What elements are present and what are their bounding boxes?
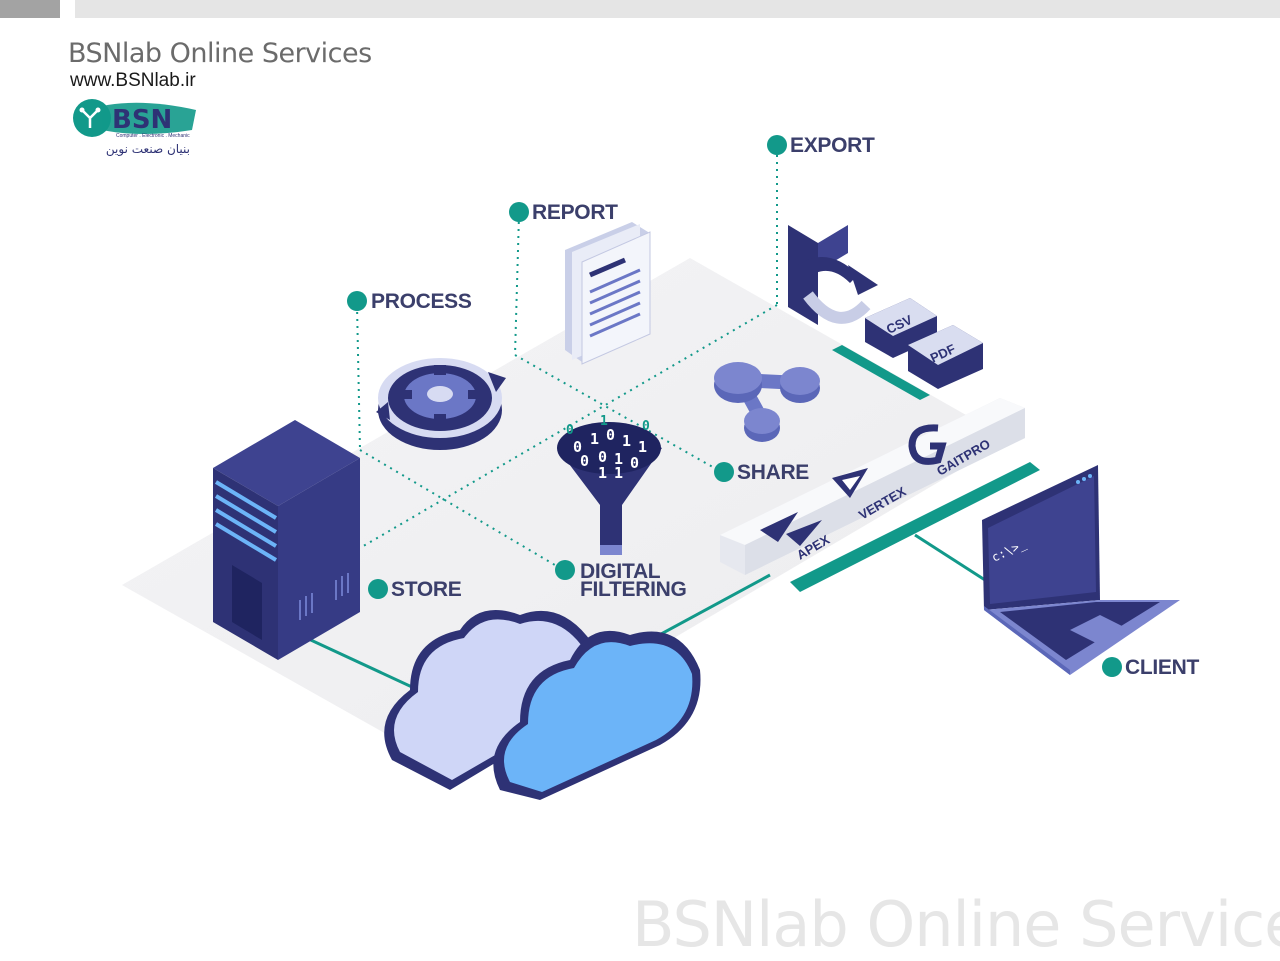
logo-persian: بنیان صنعت نوین [106,142,190,157]
cloud-blue-icon [493,630,701,800]
pdf-file-icon: PDF [908,325,983,389]
svg-text:STORE: STORE [391,578,462,601]
svg-text:0: 0 [598,448,607,466]
svg-text:0: 0 [573,438,582,456]
svg-text:EXPORT: EXPORT [790,134,875,157]
svg-text:0: 0 [580,452,589,470]
svg-text:1: 1 [622,432,631,450]
export-accent-bar [832,345,930,400]
svg-text:0: 0 [566,423,574,438]
svg-text:0: 0 [642,419,650,434]
svg-text:CLIENT: CLIENT [1125,656,1200,679]
svg-text:1: 1 [598,464,607,482]
watermark: BSNlab Online Services [632,888,1280,961]
brand-url[interactable]: www.BSNlab.ir [70,70,196,91]
server-rack-icon [213,420,360,660]
svg-text:1: 1 [614,464,623,482]
label-digital-filtering: DIGITAL FILTERING [555,560,687,601]
process-gear-icon [376,358,506,450]
brand-title: BSNlab Online Services [68,38,372,69]
svg-text:SHARE: SHARE [737,461,809,484]
svg-text:0: 0 [606,426,615,444]
dotted-connectors [356,148,778,569]
logo-subtitle: Computer . Electronic . Mechanic [116,133,190,139]
funnel-binary-digits: 0 1 0 1 1 0 0 1 0 1 1 [573,426,647,482]
top-bar-right [75,0,1280,18]
cloud-light-icon [384,610,600,790]
label-process: PROCESS [347,290,472,313]
label-report: REPORT [509,201,618,224]
label-store: STORE [368,578,462,601]
svg-text:FILTERING: FILTERING [580,578,687,601]
svg-text:DIGITAL: DIGITAL [580,560,661,583]
logo-text: BSN [112,105,172,135]
svg-text:0: 0 [630,454,639,472]
svg-text:PROCESS: PROCESS [371,290,472,313]
filtering-funnel-icon: 0 1 0 1 1 0 0 1 0 1 1 0 1 0 [557,414,662,555]
svg-text:REPORT: REPORT [532,201,618,224]
svg-text:1: 1 [590,430,599,448]
svg-text:1: 1 [600,414,608,429]
svg-text:1: 1 [638,438,647,456]
share-node-icon [714,362,820,442]
svg-text:1: 1 [614,450,623,468]
report-document-icon [565,222,651,365]
label-export: EXPORT [767,134,875,157]
label-client: CLIENT [1102,656,1200,679]
bsn-logo: BSN Computer . Electronic . Mechanic بنی… [73,99,196,157]
laptop-client-icon: c:\>_ [982,465,1180,675]
top-bar-left [0,0,60,18]
label-share: SHARE [714,461,810,484]
export-icon [788,225,878,325]
platforms-strip [720,398,1040,592]
